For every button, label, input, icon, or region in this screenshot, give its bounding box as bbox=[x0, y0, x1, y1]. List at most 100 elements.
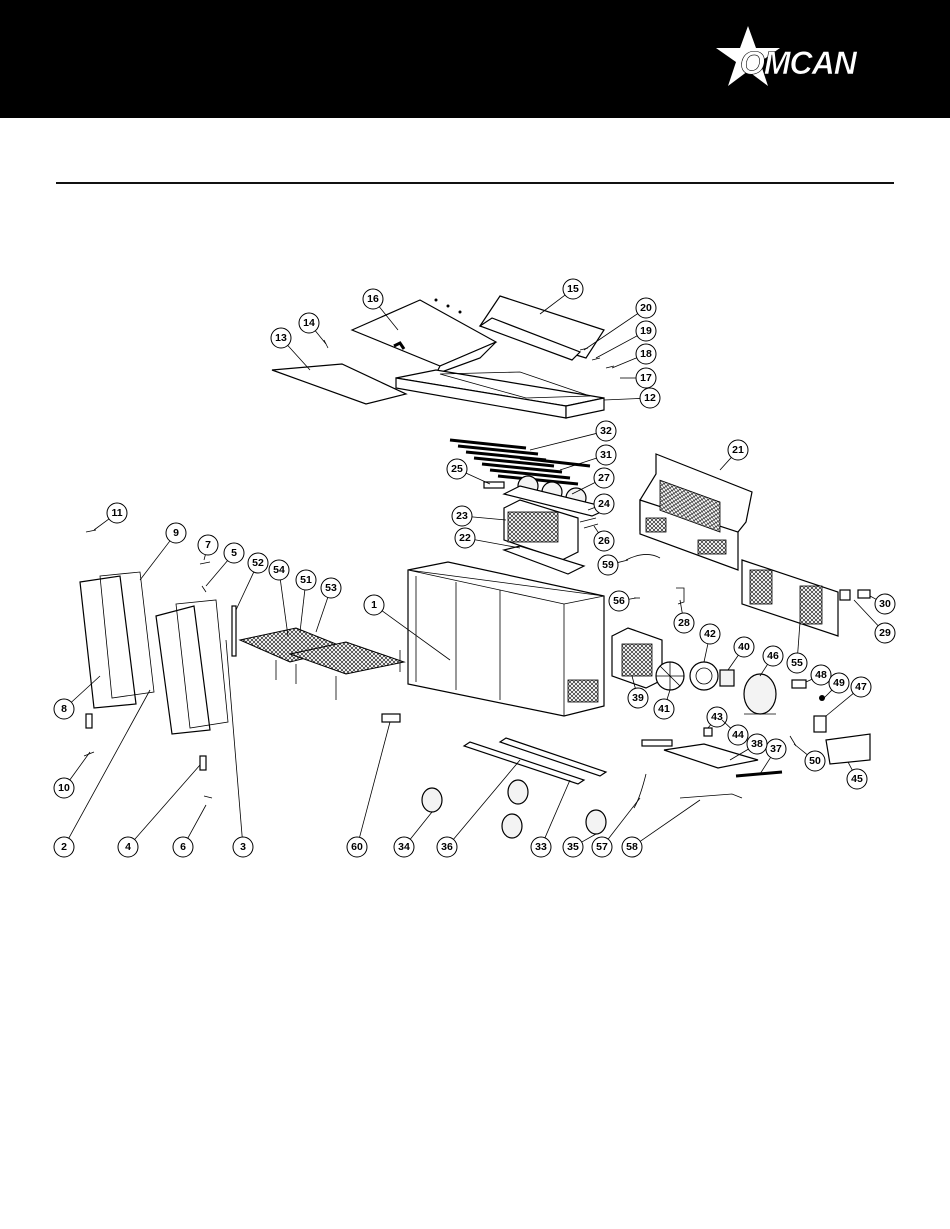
callout-leader-line bbox=[640, 800, 700, 841]
callout-36: 36 bbox=[437, 760, 520, 857]
callout-number: 30 bbox=[879, 598, 891, 610]
callout-number: 45 bbox=[851, 773, 863, 785]
callout-leader-line bbox=[798, 622, 800, 653]
callout-23: 23 bbox=[452, 506, 506, 526]
callout-number: 18 bbox=[640, 348, 652, 360]
callout-leader-line bbox=[206, 561, 228, 586]
callout-leader-line bbox=[140, 541, 170, 580]
callout-number: 11 bbox=[111, 507, 122, 519]
callout-53: 53 bbox=[316, 578, 341, 632]
callout-leader-line bbox=[848, 762, 852, 770]
callout-number: 8 bbox=[61, 703, 67, 715]
callout-leader-line bbox=[612, 358, 637, 368]
callout-number: 35 bbox=[567, 841, 579, 853]
callout-number: 58 bbox=[626, 841, 638, 853]
callout-44: 44 bbox=[722, 720, 748, 745]
callout-50: 50 bbox=[794, 744, 825, 771]
callout-number: 25 bbox=[451, 463, 463, 475]
parts-layer bbox=[80, 296, 870, 838]
callout-number: 40 bbox=[738, 641, 750, 653]
callout-51: 51 bbox=[296, 570, 316, 632]
callout-number: 24 bbox=[598, 498, 610, 510]
callout-leader-line bbox=[545, 780, 570, 838]
callout-42: 42 bbox=[700, 624, 720, 662]
callout-number: 12 bbox=[644, 392, 656, 404]
callout-28: 28 bbox=[674, 600, 694, 633]
callout-leader-line bbox=[704, 644, 708, 662]
callout-40: 40 bbox=[728, 637, 754, 670]
callout-number: 36 bbox=[441, 841, 453, 853]
callout-number: 54 bbox=[273, 564, 285, 576]
callout-leader-line bbox=[472, 517, 506, 520]
callout-43: 43 bbox=[707, 707, 727, 728]
callout-leader-line bbox=[728, 655, 738, 670]
callout-number: 1 bbox=[371, 599, 377, 611]
callout-number: 46 bbox=[767, 650, 779, 662]
callout-number: 5 bbox=[231, 547, 237, 559]
callout-leader-line bbox=[594, 526, 598, 533]
callout-leader-line bbox=[236, 572, 254, 610]
callout-number: 42 bbox=[704, 628, 716, 640]
callout-number: 33 bbox=[535, 841, 547, 853]
callout-number: 9 bbox=[173, 527, 179, 539]
callout-9: 9 bbox=[140, 523, 186, 580]
callout-number: 2 bbox=[61, 841, 67, 853]
callout-leader-line bbox=[316, 597, 328, 632]
callout-13: 13 bbox=[271, 328, 310, 370]
callout-number: 59 bbox=[602, 559, 614, 571]
callout-leader-line bbox=[530, 433, 596, 450]
callout-number: 41 bbox=[658, 703, 670, 715]
callout-leader-line bbox=[604, 398, 640, 400]
callout-41: 41 bbox=[654, 690, 674, 719]
callout-number: 31 bbox=[600, 449, 612, 461]
callout-number: 32 bbox=[600, 425, 612, 437]
callout-leader-line bbox=[596, 336, 637, 358]
callout-7: 7 bbox=[198, 535, 218, 560]
callout-number: 48 bbox=[815, 669, 827, 681]
callout-45: 45 bbox=[847, 762, 867, 789]
callout-leader-line bbox=[629, 598, 636, 599]
callout-14: 14 bbox=[299, 313, 326, 344]
callout-number: 38 bbox=[751, 738, 763, 750]
callout-6: 6 bbox=[173, 805, 206, 857]
callout-number: 50 bbox=[809, 755, 821, 767]
callout-number: 27 bbox=[598, 472, 610, 484]
callout-number: 3 bbox=[240, 841, 246, 853]
callout-number: 57 bbox=[596, 841, 608, 853]
callout-leader-line bbox=[288, 345, 310, 370]
callout-46: 46 bbox=[760, 646, 783, 676]
callout-10: 10 bbox=[54, 752, 90, 798]
callout-leader-line bbox=[315, 331, 326, 344]
callout-56: 56 bbox=[609, 591, 636, 611]
callout-number: 15 bbox=[567, 283, 579, 295]
callout-17: 17 bbox=[628, 368, 656, 388]
callout-number: 7 bbox=[205, 539, 211, 551]
callout-number: 47 bbox=[855, 681, 867, 693]
callout-58: 58 bbox=[622, 800, 700, 857]
callout-number: 29 bbox=[879, 627, 891, 639]
callout-leader-line bbox=[667, 690, 670, 699]
callout-number: 53 bbox=[325, 582, 337, 594]
callout-number: 37 bbox=[770, 743, 782, 755]
callout-leader-line bbox=[410, 812, 432, 839]
callout-number: 39 bbox=[632, 692, 644, 704]
callout-number: 60 bbox=[351, 841, 363, 853]
callout-3: 3 bbox=[226, 640, 253, 857]
callout-leader-line bbox=[794, 744, 807, 755]
callout-34: 34 bbox=[394, 812, 432, 857]
callout-number: 20 bbox=[640, 302, 652, 314]
callout-number: 28 bbox=[678, 617, 690, 629]
callout-number: 13 bbox=[275, 332, 287, 344]
callout-55: 55 bbox=[787, 622, 807, 673]
callout-number: 43 bbox=[711, 711, 723, 723]
callout-number: 56 bbox=[613, 595, 625, 607]
callout-number: 19 bbox=[640, 325, 652, 337]
callout-number: 17 bbox=[640, 372, 652, 384]
callout-leader-line bbox=[618, 560, 628, 563]
callout-leader-line bbox=[226, 640, 242, 837]
callout-leader-line bbox=[870, 596, 876, 599]
callout-21: 21 bbox=[720, 440, 748, 470]
callout-11: 11 bbox=[94, 503, 127, 530]
callout-number: 49 bbox=[833, 677, 845, 689]
